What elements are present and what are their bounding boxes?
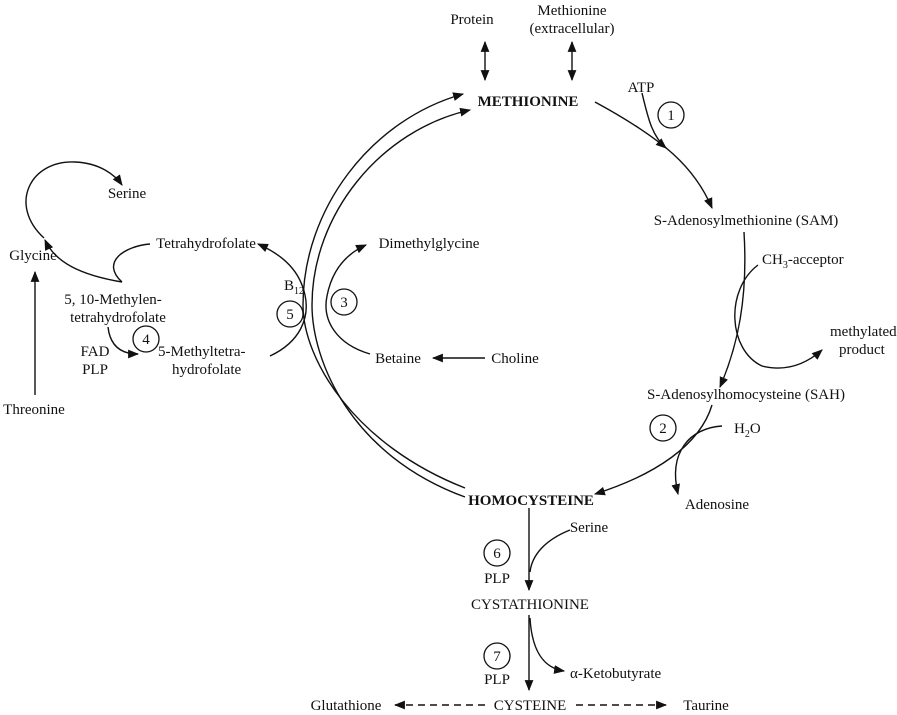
ch3-acceptor-ch: CH bbox=[762, 252, 783, 268]
label-protein: Protein bbox=[450, 12, 494, 28]
arrow-adenosine-release bbox=[671, 425, 723, 496]
h2o-subscript: 2 bbox=[745, 429, 750, 440]
label-h2o: H2O bbox=[734, 421, 761, 440]
label-ch3-acceptor: CH3-acceptor bbox=[762, 252, 844, 271]
line-thf-to-methylen bbox=[112, 243, 151, 283]
label-plp-7: PLP bbox=[484, 672, 510, 688]
label-dimethylglycine: Dimethylglycine bbox=[379, 236, 480, 252]
arrow-sah-to-homocysteine bbox=[593, 404, 713, 496]
label-cystathionine: CYSTATHIONINE bbox=[471, 597, 589, 613]
arrow-methylen-to-methylthf bbox=[107, 326, 140, 359]
label-sam: S-Adenosylmethionine (SAM) bbox=[654, 213, 839, 229]
ch3-acceptor-subscript: 3 bbox=[783, 260, 788, 271]
b12-subscript: 12 bbox=[294, 286, 304, 297]
label-threonine: Threonine bbox=[3, 402, 65, 418]
label-homocysteine: HOMOCYSTEINE bbox=[468, 493, 594, 509]
enzyme-2-label: 2 bbox=[659, 421, 667, 437]
remethylation-arc-outer bbox=[302, 92, 466, 489]
label-glutathione: Glutathione bbox=[311, 698, 382, 714]
enzyme-7-marker: 7 bbox=[483, 642, 511, 670]
label-adenosine: Adenosine bbox=[685, 497, 749, 513]
label-tetrahydrofolate: Tetrahydrofolate bbox=[156, 236, 256, 252]
arrow-atp-input bbox=[641, 92, 667, 149]
arrow-betaine-to-dimethylglycine bbox=[325, 244, 371, 355]
enzyme-3-label: 3 bbox=[340, 295, 348, 311]
arrow-glycine-formation bbox=[44, 238, 123, 283]
h2o-h: H bbox=[734, 421, 745, 437]
enzyme-5-label: 5 bbox=[286, 307, 294, 323]
label-methionine: METHIONINE bbox=[478, 94, 579, 110]
label-methylated-1: methylated bbox=[830, 324, 897, 340]
label-betaine: Betaine bbox=[375, 351, 421, 367]
b12-b: B bbox=[284, 278, 294, 294]
label-methionine-extracellular-2: (extracellular) bbox=[530, 21, 615, 37]
label-glycine: Glycine bbox=[9, 248, 57, 264]
enzyme-6-marker: 6 bbox=[483, 539, 511, 567]
line-serine-input bbox=[529, 529, 571, 573]
enzyme-1-label: 1 bbox=[667, 108, 675, 124]
h2o-o: O bbox=[750, 421, 761, 437]
arrow-ketobutyrate-release bbox=[529, 617, 566, 674]
enzyme-7-label: 7 bbox=[493, 649, 501, 665]
enzyme-3-marker: 3 bbox=[330, 288, 358, 316]
arrow-glycine-to-serine bbox=[25, 161, 123, 239]
enzyme-2-marker: 2 bbox=[649, 414, 677, 442]
label-methylen-thf-2: tetrahydrofolate bbox=[70, 310, 166, 326]
label-atp: ATP bbox=[628, 80, 655, 96]
label-plp-6: PLP bbox=[484, 571, 510, 587]
label-serine-left: Serine bbox=[108, 186, 147, 202]
label-choline: Choline bbox=[491, 351, 539, 367]
label-cysteine: CYSTEINE bbox=[494, 698, 567, 714]
label-methionine-extracellular-1: Methionine bbox=[537, 3, 606, 19]
arrow-methylthf-to-thf bbox=[256, 243, 307, 357]
label-b12: B12 bbox=[284, 278, 304, 297]
label-serine-right: Serine bbox=[570, 520, 609, 536]
enzyme-1-marker: 1 bbox=[657, 101, 685, 129]
label-methylated-2: product bbox=[839, 342, 886, 358]
enzyme-5-marker: 5 bbox=[276, 300, 304, 328]
label-sah: S-Adenosylhomocysteine (SAH) bbox=[647, 387, 845, 403]
arrow-methyl-transfer bbox=[734, 264, 823, 369]
label-fad: FAD bbox=[81, 344, 110, 360]
label-taurine: Taurine bbox=[683, 698, 729, 714]
label-methyltetra-1: 5-Methyltetra- bbox=[158, 344, 245, 360]
label-methyltetra-2: hydrofolate bbox=[172, 362, 241, 378]
remethylation-arc-inner bbox=[311, 107, 472, 498]
label-methylen-thf-1: 5, 10-Methylen- bbox=[64, 292, 161, 308]
label-plp-4: PLP bbox=[82, 362, 108, 378]
enzyme-6-label: 6 bbox=[493, 546, 501, 562]
arrow-sam-to-sah bbox=[719, 231, 746, 389]
arrow-met-to-sam bbox=[594, 101, 713, 210]
enzyme-4-marker: 4 bbox=[132, 325, 160, 353]
label-alpha-ketobutyrate: α-Ketobutyrate bbox=[570, 666, 661, 682]
enzyme-4-label: 4 bbox=[142, 332, 150, 348]
ch3-acceptor-suffix: -acceptor bbox=[788, 252, 844, 268]
